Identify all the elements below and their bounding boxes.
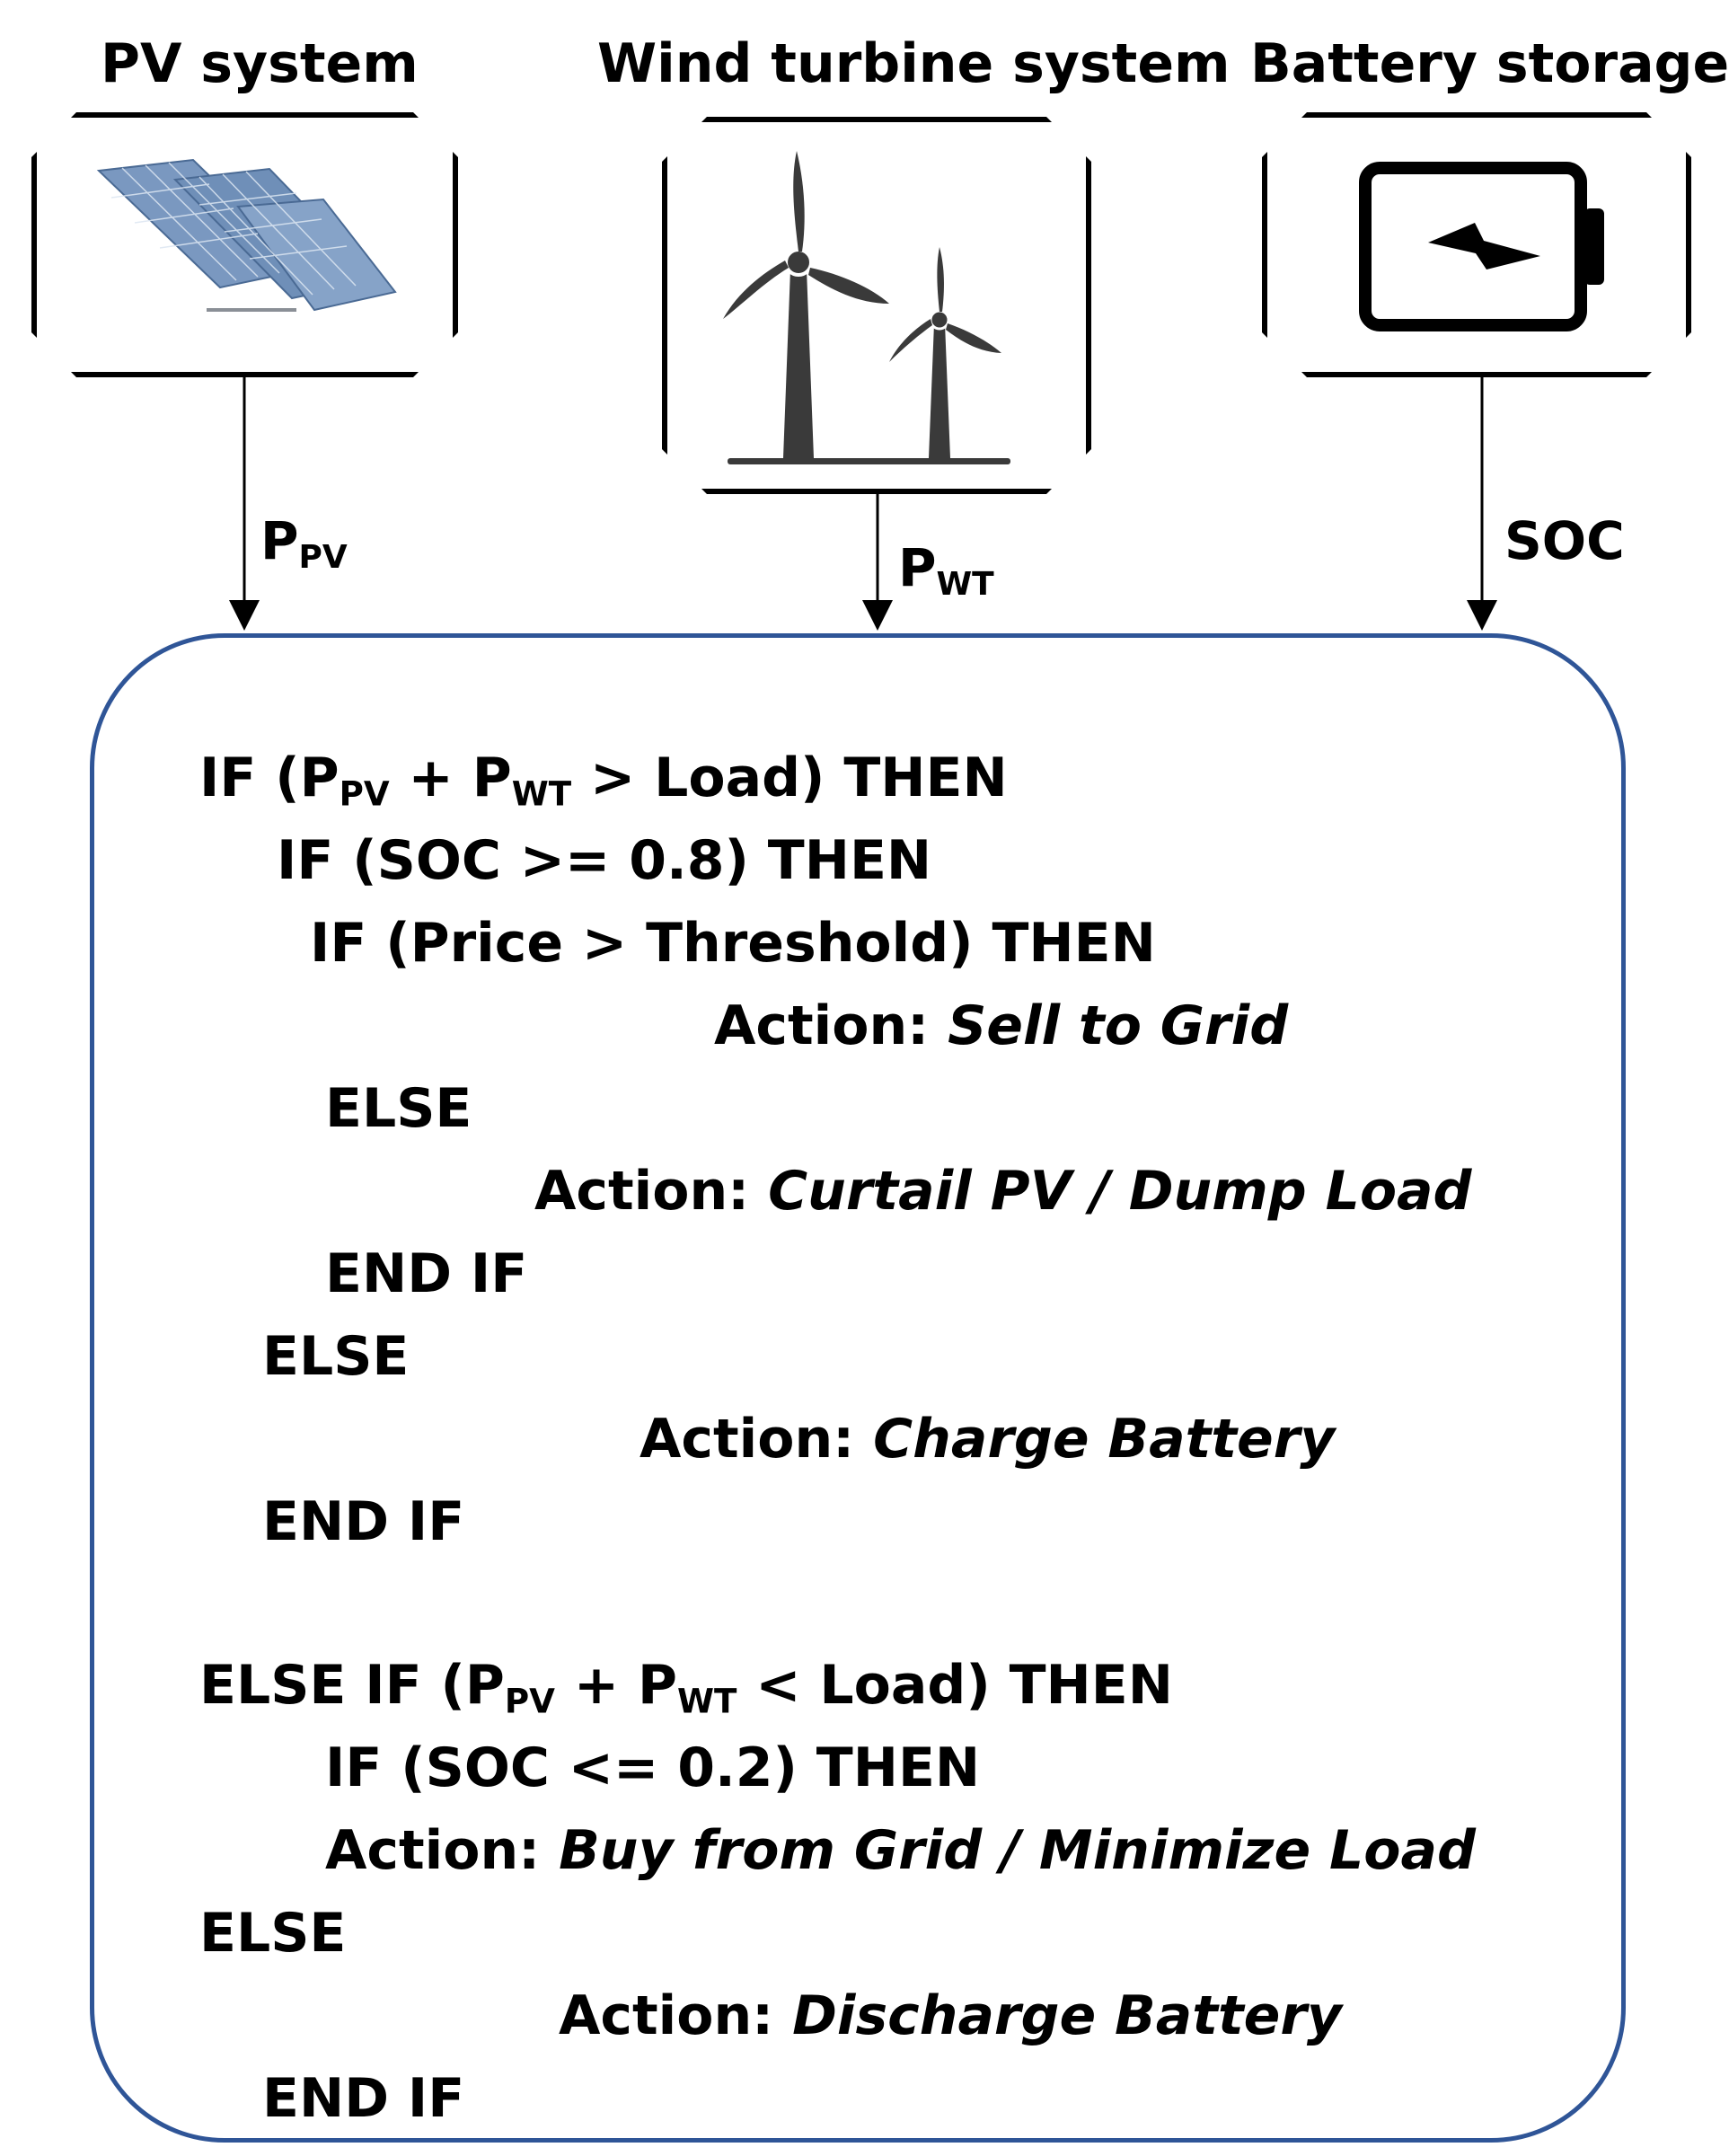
pv-power-label-main: P [260, 510, 299, 571]
logic-line-9: Action: Charge Battery [640, 1412, 1335, 1466]
wind-power-label-sub: WT [936, 566, 994, 604]
logic-line-1: IF (PPV + PWT > Load) THEN [199, 751, 1008, 811]
pv-power-label: PPV [260, 510, 348, 576]
l11-b: PV [504, 1681, 555, 1721]
soc-label: SOC [1504, 510, 1625, 571]
l1-b: PV [339, 773, 390, 814]
logic-line-15: Action: Discharge Battery [559, 1989, 1342, 2043]
l11-e: < Load) THEN [737, 1654, 1173, 1717]
wind-to-controller-arrow [862, 494, 893, 631]
wind-turbine-icon [723, 151, 1010, 464]
energy-management-logic-panel [90, 633, 1626, 2143]
logic-line-11: ELSE IF (PPV + PWT < Load) THEN [199, 1658, 1173, 1719]
solar-panel-array-icon [96, 158, 397, 312]
soc-label-main: SOC [1504, 510, 1625, 571]
battery-charging-icon [1359, 162, 1604, 331]
battery-storage-title: Battery storage [1250, 32, 1729, 95]
logic-line-12: IF (SOC <= 0.2) THEN [325, 1736, 981, 1799]
l4-prefix: Action: [714, 994, 948, 1057]
battery-storage-box [1262, 112, 1691, 377]
logic-line-14: ELSE [199, 1902, 347, 1965]
logic-line-16: END IF [262, 2067, 465, 2130]
wind-power-label-main: P [898, 537, 937, 598]
l11-c: + P [554, 1654, 677, 1717]
l1-c: + P [389, 747, 512, 809]
pv-system-title: PV system [101, 32, 419, 95]
logic-line-8: ELSE [262, 1325, 410, 1388]
l15-prefix: Action: [559, 1984, 793, 2047]
l15-action: Discharge Battery [792, 1984, 1343, 2047]
l1-d: WT [511, 773, 572, 814]
logic-line-7: END IF [325, 1242, 528, 1305]
l1-e: > Load) THEN [571, 747, 1008, 809]
logic-line-3: IF (Price > Threshold) THEN [310, 912, 1156, 975]
pv-to-controller-arrow [229, 377, 260, 631]
logic-line-2: IF (SOC >= 0.8) THEN [277, 829, 932, 892]
l1-a: IF (P [199, 747, 340, 809]
l6-action: Curtail PV / Dump Load [768, 1160, 1472, 1223]
l4-action: Sell to Grid [948, 994, 1289, 1057]
pv-power-label-sub: PV [298, 539, 348, 577]
wind-power-label: PWT [898, 537, 994, 603]
logic-line-5: ELSE [325, 1077, 472, 1140]
logic-line-4: Action: Sell to Grid [714, 999, 1288, 1053]
l9-action: Charge Battery [873, 1408, 1336, 1471]
pv-system-box [31, 112, 458, 377]
l6-prefix: Action: [534, 1160, 769, 1223]
l13-action: Buy from Grid / Minimize Load [559, 1819, 1476, 1882]
l13-prefix: Action: [325, 1819, 560, 1882]
l11-a: ELSE IF (P [199, 1654, 505, 1717]
l9-prefix: Action: [640, 1408, 874, 1471]
logic-line-13: Action: Buy from Grid / Minimize Load [325, 1824, 1476, 1878]
battery-to-controller-arrow [1467, 377, 1497, 631]
wind-turbine-system-title: Wind turbine system [597, 32, 1231, 95]
l11-d: WT [676, 1681, 737, 1721]
logic-line-10: END IF [262, 1490, 465, 1553]
logic-line-6: Action: Curtail PV / Dump Load [534, 1164, 1471, 1218]
